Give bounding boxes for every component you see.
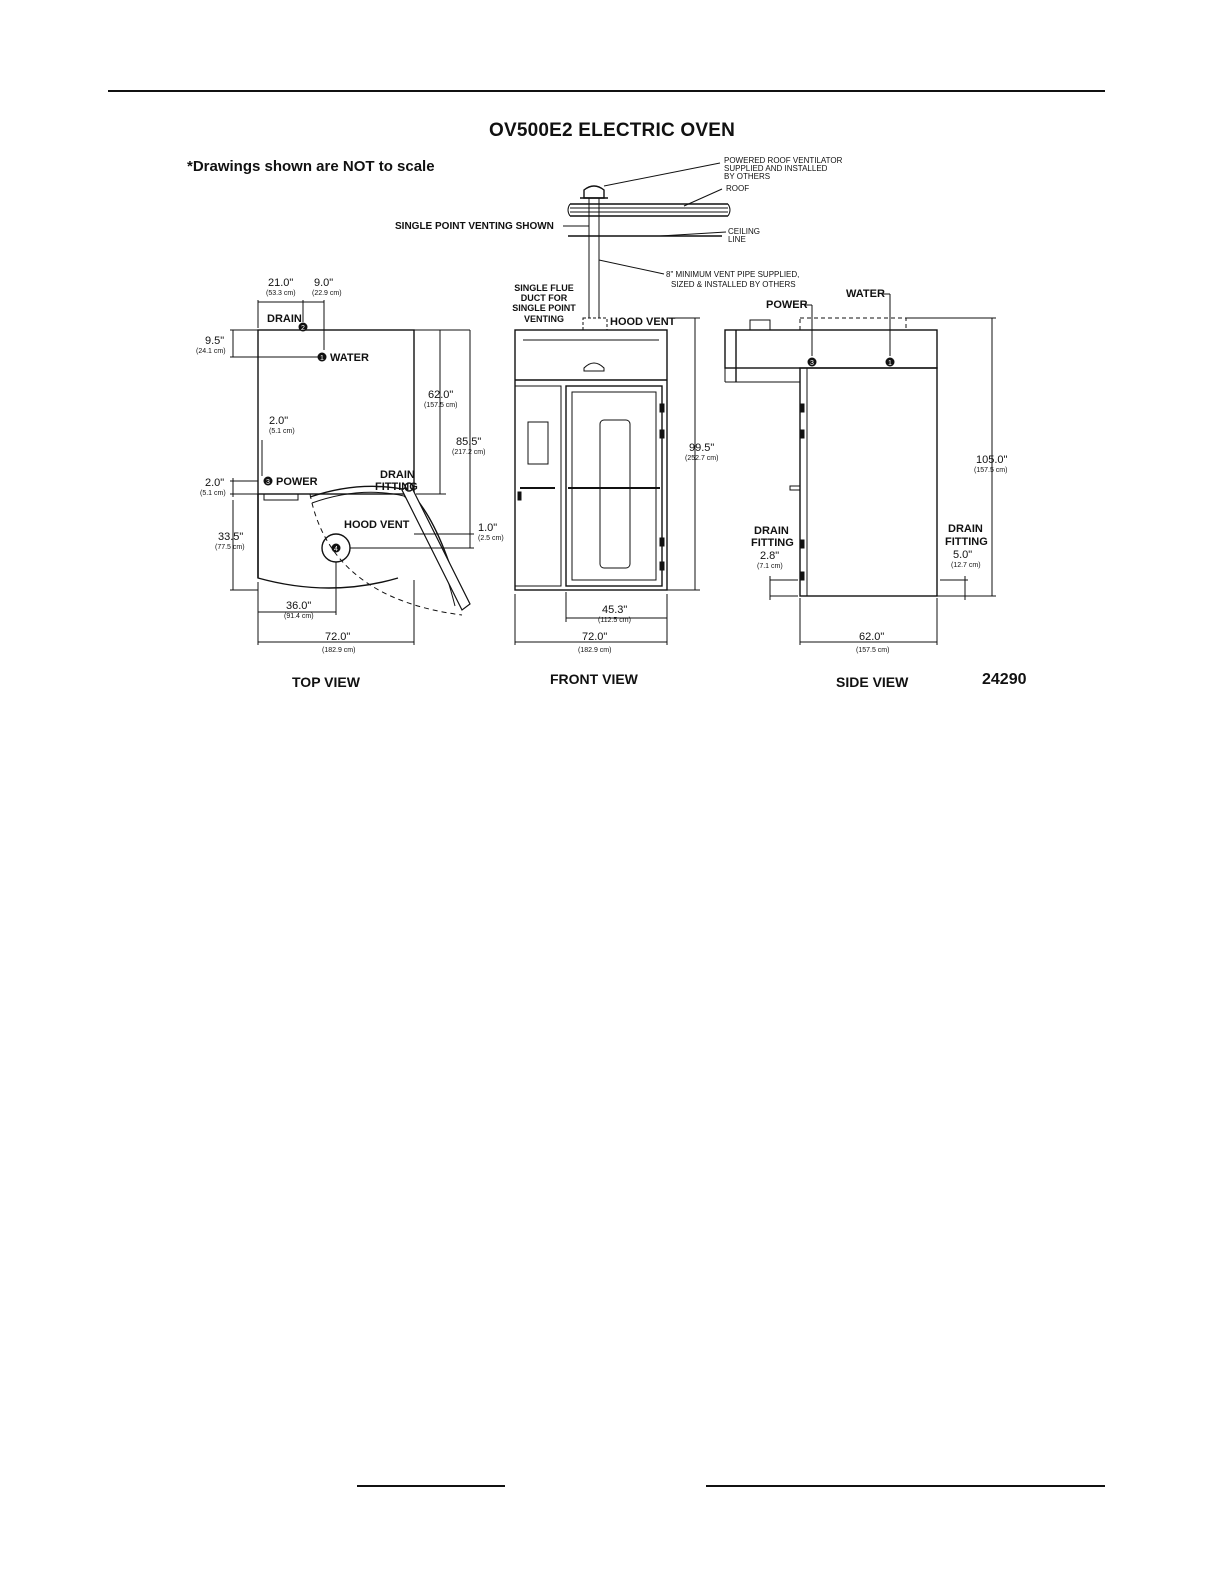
dim-72-front-cm: (182.9 cm) <box>578 647 611 654</box>
side-drain-fitting-right-1: DRAIN <box>948 523 983 535</box>
flue-duct-line-3: SINGLE POINT <box>512 303 576 313</box>
dim-5-in: 5.0" <box>953 549 972 561</box>
dim-2-8-cm: (7.1 cm) <box>757 563 783 570</box>
marker-circles: 2 1 3 4 3 1 <box>263 322 895 553</box>
dim-33-5-cm: (77.5 cm) <box>215 544 245 551</box>
top-view-labels: DRAIN WATER POWER DRAIN FITTING HOOD VEN… <box>267 313 418 531</box>
drain-label: DRAIN <box>267 313 302 325</box>
dim-99-5-in: 99.5" <box>689 442 714 454</box>
dim-21-in: 21.0" <box>268 277 293 289</box>
dim-72-cm: (182.9 cm) <box>322 647 355 654</box>
dim-5-cm: (12.7 cm) <box>951 562 981 569</box>
dim-9-in: 9.0" <box>314 277 333 289</box>
hood-marker: 4 <box>334 546 338 553</box>
dim-9-5-in: 9.5" <box>205 335 224 347</box>
flue-duct-line-1: SINGLE FLUE <box>514 283 574 293</box>
dim-2-inner-cm: (5.1 cm) <box>269 428 295 435</box>
top-view-outline <box>230 300 474 645</box>
side-view-outline <box>724 293 996 645</box>
side-power-marker: 3 <box>810 360 814 367</box>
roof-ventilator-line-3: BY OTHERS <box>724 172 770 181</box>
dim-62-side-in: 62.0" <box>859 631 884 643</box>
side-drain-fitting-left-1: DRAIN <box>754 525 789 537</box>
dim-85-5-cm: (217.2 cm) <box>452 449 485 456</box>
ceiling-line-1: CEILING <box>728 227 760 236</box>
flue-duct-line-2: DUCT FOR <box>521 293 568 303</box>
dim-72-in: 72.0" <box>325 631 350 643</box>
scale-note: *Drawings shown are NOT to scale <box>187 158 435 175</box>
front-view-label: FRONT VIEW <box>550 671 638 687</box>
roof-label: ROOF <box>726 184 749 193</box>
side-water-marker: 1 <box>888 360 892 367</box>
ceiling-line-2: LINE <box>728 235 746 244</box>
flue-duct-line-4: VENTING <box>524 314 564 324</box>
side-drain-fitting-right-2: FITTING <box>945 536 988 548</box>
power-marker: 3 <box>266 479 270 486</box>
dim-2-inner-in: 2.0" <box>269 415 288 427</box>
dim-36-in: 36.0" <box>286 600 311 612</box>
hood-vent-label: HOOD VENT <box>344 519 410 531</box>
dim-105-in: 105.0" <box>976 454 1008 466</box>
vent-pipe-line-1: 8" MINIMUM VENT PIPE SUPPLIED, <box>666 270 799 279</box>
dim-85-5-in: 85.5" <box>456 436 481 448</box>
dim-9-5-cm: (24.1 cm) <box>196 348 226 355</box>
side-water-label: WATER <box>846 288 885 300</box>
venting-labels: POWERED ROOF VENTILATOR SUPPLIED AND INS… <box>666 156 843 289</box>
water-label: WATER <box>330 352 369 364</box>
roof-ventilator-line-2: SUPPLIED AND INSTALLED <box>724 164 828 173</box>
dim-99-5-cm: (252.7 cm) <box>685 455 718 462</box>
vent-pipe-line-2: SIZED & INSTALLED BY OTHERS <box>671 280 796 289</box>
drain-fitting-line-2: FITTING <box>375 481 418 493</box>
dim-9-cm: (22.9 cm) <box>312 290 342 297</box>
power-label: POWER <box>276 476 318 488</box>
dim-72-front-in: 72.0" <box>582 631 607 643</box>
drain-marker: 2 <box>301 325 305 332</box>
roof-ventilator-line-1: POWERED ROOF VENTILATOR <box>724 156 843 165</box>
dim-2-left-cm: (5.1 cm) <box>200 490 226 497</box>
water-marker: 1 <box>320 355 324 362</box>
single-point-label: SINGLE POINT VENTING SHOWN <box>395 221 554 232</box>
dim-62-side-cm: (157.5 cm) <box>856 647 889 654</box>
flue-duct-label: SINGLE FLUE DUCT FOR SINGLE POINT VENTIN… <box>512 283 576 324</box>
dim-45-3-cm: (112.5 cm) <box>598 617 631 624</box>
top-view-label: TOP VIEW <box>292 674 360 690</box>
dim-1-in: 1.0" <box>478 522 497 534</box>
venting-assembly <box>563 162 731 318</box>
front-view-outline <box>514 317 700 645</box>
side-power-label: POWER <box>766 299 808 311</box>
dim-1-cm: (2.5 cm) <box>478 535 504 542</box>
drain-fitting-line-1: DRAIN <box>380 469 415 481</box>
dim-33-5-in: 33.5" <box>218 531 243 543</box>
side-view-labels: POWER WATER DRAIN FITTING DRAIN FITTING <box>751 288 988 549</box>
side-view-dimensions: 2.8" (7.1 cm) 5.0" (12.7 cm) 105.0" (157… <box>757 454 1008 654</box>
dim-45-3-in: 45.3" <box>602 604 627 616</box>
front-view-dimensions: 99.5" (252.7 cm) 45.3" (112.5 cm) 72.0" … <box>578 442 718 654</box>
footer-rule-right <box>706 1485 1105 1487</box>
footer-rule-left <box>357 1485 505 1487</box>
side-drain-fitting-left-2: FITTING <box>751 537 794 549</box>
front-hood-vent-label: HOOD VENT <box>610 316 676 328</box>
dim-62-cm: (157.5 cm) <box>424 402 457 409</box>
dim-2-left-in: 2.0" <box>205 477 224 489</box>
drawing-number: 24290 <box>982 671 1027 688</box>
side-view-label: SIDE VIEW <box>836 674 909 690</box>
page-title: OV500E2 ELECTRIC OVEN <box>489 120 735 141</box>
header-rule <box>108 90 1105 92</box>
dim-105-cm: (157.5 cm) <box>974 467 1007 474</box>
dim-21-cm: (53.3 cm) <box>266 290 296 297</box>
dim-62-in: 62.0" <box>428 389 453 401</box>
dim-2-8-in: 2.8" <box>760 550 779 562</box>
top-view-dimensions: 21.0" (53.3 cm) 9.0" (22.9 cm) 9.5" (24.… <box>196 277 504 654</box>
dim-36-cm: (91.4 cm) <box>284 613 314 620</box>
